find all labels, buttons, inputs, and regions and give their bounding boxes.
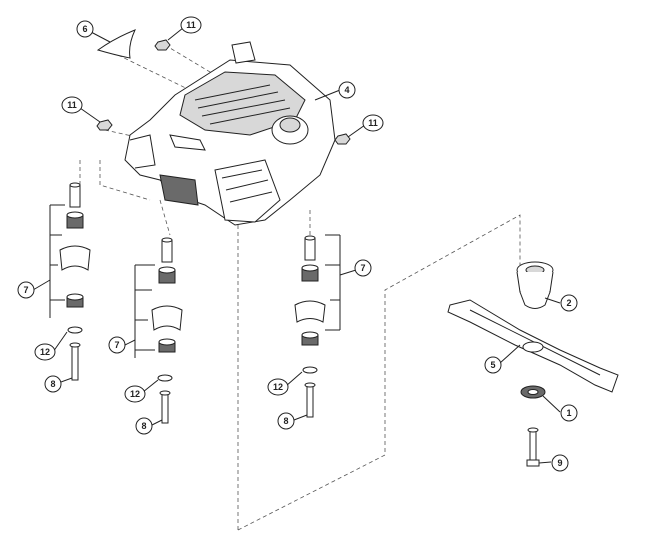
callout-7-left: 7 [17,281,35,299]
mount-stack-left [49,182,91,381]
callout-label: 8 [283,416,288,426]
engine-assembly [124,41,336,226]
blade-adapter-part-2 [516,261,554,309]
blade-bolt-part-9 [526,427,540,467]
cover-plate-part-6 [96,29,136,59]
callout-8-right: 8 [277,412,295,430]
washer-part-1 [520,385,546,399]
callout-5: 5 [484,356,502,374]
callout-label: 1 [566,408,571,418]
callout-12-right: 12 [267,378,289,396]
callout-label: 7 [23,285,28,295]
callout-6: 6 [76,20,94,38]
mount-stack-right [294,234,341,418]
callout-label: 11 [67,100,77,110]
callout-label: 12 [273,382,283,392]
callout-label: 8 [141,421,146,431]
callout-label: 4 [344,85,349,95]
nut-part-11-left [96,119,113,131]
callout-11-top: 11 [180,16,202,34]
callout-11-left: 11 [61,96,83,114]
callout-leaders [32,27,561,464]
mount-stack-middle [134,237,183,424]
callout-12-left: 12 [34,343,56,361]
callout-12-middle: 12 [124,385,146,403]
callout-2: 2 [560,294,578,312]
callout-label: 11 [186,20,196,30]
callout-7-middle: 7 [108,336,126,354]
callout-9: 9 [551,454,569,472]
nut-part-11-top [154,39,171,51]
callout-7-right: 7 [354,259,372,277]
callout-label: 8 [50,379,55,389]
callout-label: 6 [82,24,87,34]
callout-label: 9 [557,458,562,468]
callout-label: 2 [566,298,571,308]
callout-8-middle: 8 [135,417,153,435]
callout-label: 12 [130,389,140,399]
callout-label: 5 [490,360,495,370]
blade-part-5 [447,299,619,393]
callout-label: 11 [368,118,378,128]
callout-4: 4 [338,81,356,99]
callout-label: 12 [40,347,50,357]
callout-11-right: 11 [362,114,384,132]
nut-part-11-right [334,133,351,145]
callout-label: 7 [360,263,365,273]
callout-1: 1 [560,404,578,422]
callout-8-left: 8 [44,375,62,393]
callout-label: 7 [114,340,119,350]
